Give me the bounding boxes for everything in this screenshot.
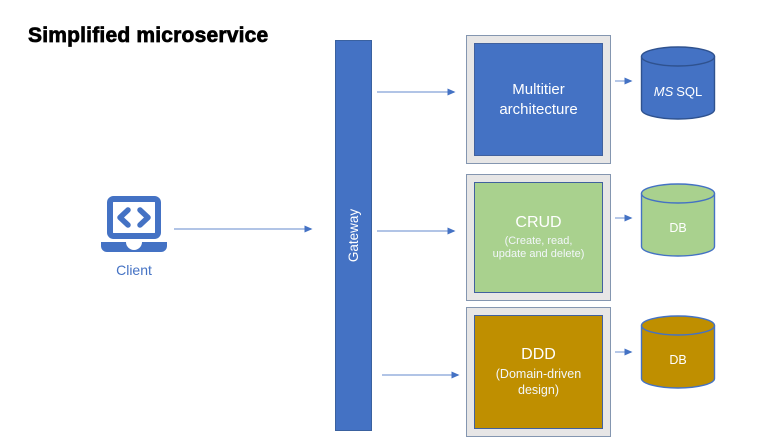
- database-label: MS SQL: [640, 60, 716, 122]
- database-ddd-db: DB: [640, 315, 716, 391]
- database-label: DB: [669, 221, 687, 235]
- database-mssql: MS SQL: [640, 46, 716, 122]
- service-frame-ddd: DDD (Domain-driven design): [466, 307, 611, 437]
- database-crud-db: DB: [640, 183, 716, 259]
- service-subtitle: (Create, read, update and delete): [492, 234, 585, 261]
- database-label-prefix: MS: [653, 83, 674, 99]
- service-frame-crud: CRUD (Create, read, update and delete): [466, 174, 611, 301]
- service-subtitle: (Domain-driven design): [495, 367, 582, 397]
- database-cylinder-icon: [640, 315, 716, 389]
- database-cylinder-icon: [640, 46, 716, 120]
- service-box-multitier: Multitier architecture: [474, 43, 603, 156]
- gateway-bar: Gateway: [335, 40, 372, 431]
- database-cylinder-icon: [640, 183, 716, 257]
- service-title: DDD: [521, 346, 556, 364]
- service-frame-multitier: Multitier architecture: [466, 35, 611, 164]
- gateway-label: Gateway: [346, 208, 361, 263]
- laptop-code-icon: [101, 196, 167, 252]
- database-label: DB: [669, 353, 687, 367]
- service-box-crud: CRUD (Create, read, update and delete): [474, 182, 603, 293]
- service-title: CRUD: [515, 213, 562, 231]
- service-title: Multitier architecture: [499, 81, 578, 118]
- database-label-text: SQL: [676, 83, 703, 99]
- service-box-ddd: DDD (Domain-driven design): [474, 315, 603, 429]
- diagram-title: Simplified microservice: [28, 24, 269, 48]
- client-label: Client: [116, 262, 152, 278]
